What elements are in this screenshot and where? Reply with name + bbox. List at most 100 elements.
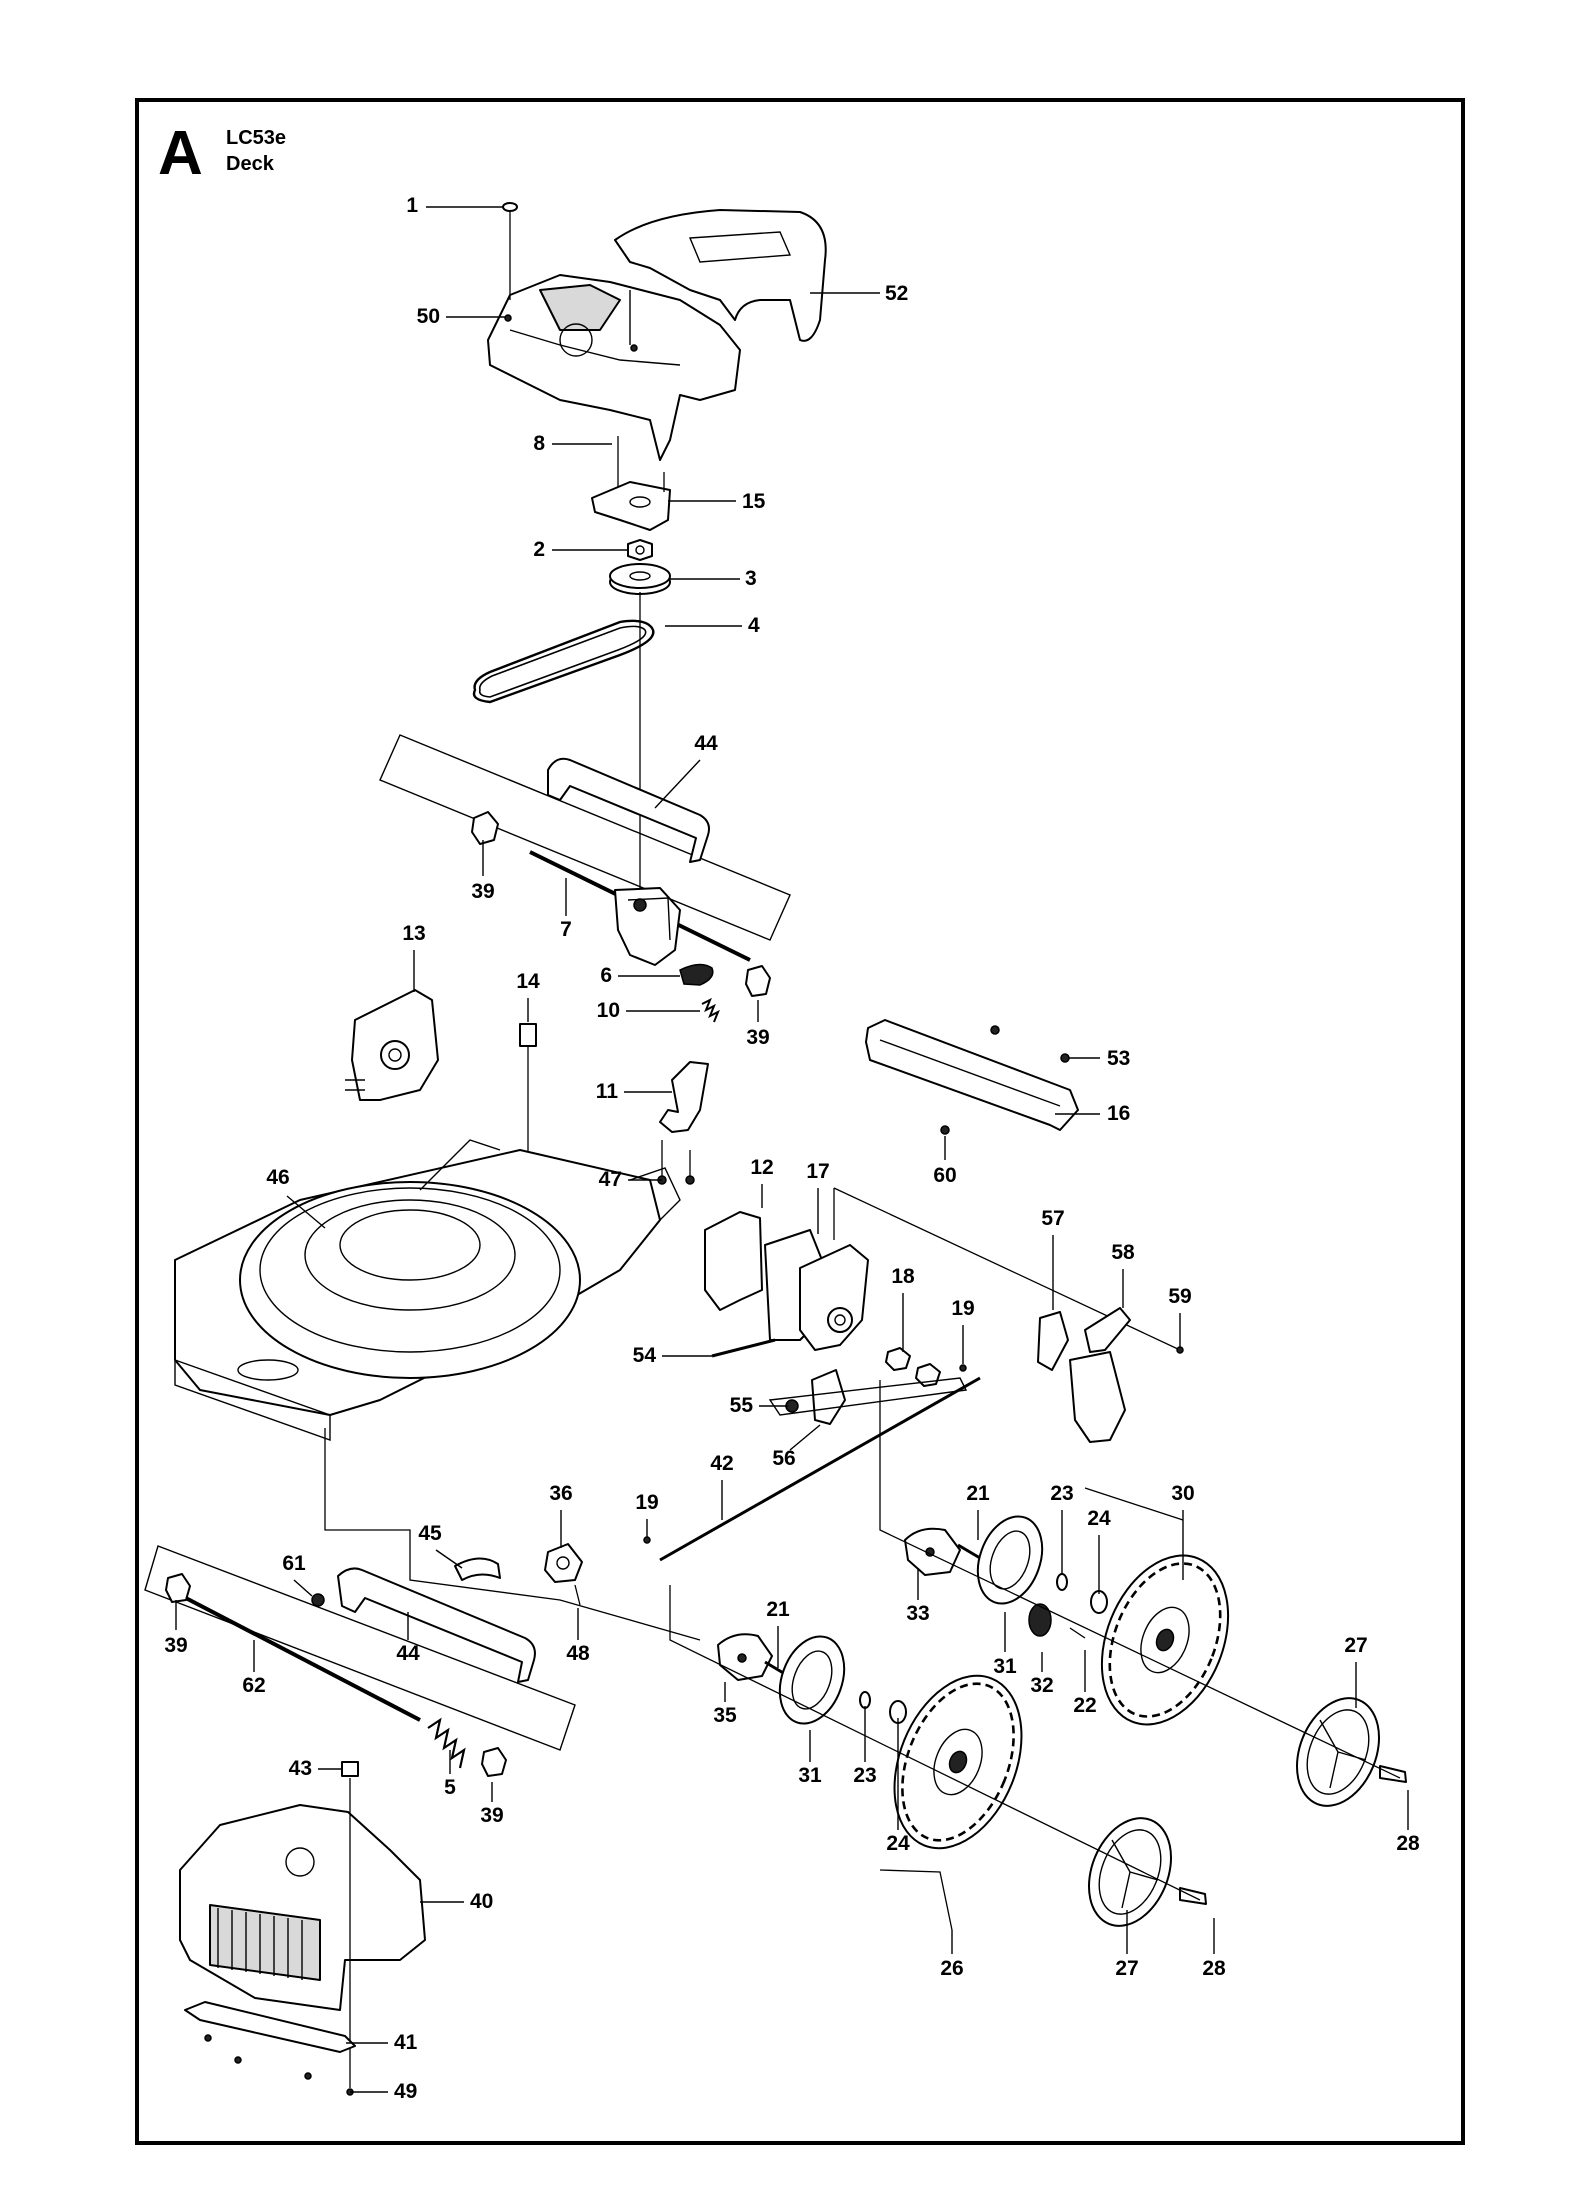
part-bushing-39b (745, 965, 771, 997)
leader-line-56 (789, 1424, 821, 1451)
part-bushing-39c (165, 1573, 191, 1603)
part-number-label: 56 (772, 1447, 795, 1470)
part-number-label: 14 (516, 970, 540, 993)
part-motor-cover (487, 274, 741, 461)
part-number-label: 6 (600, 964, 612, 987)
diagram-frame (135, 98, 1465, 2145)
part-washer-23b (859, 1691, 871, 1709)
part-number-label: 3 (745, 567, 757, 590)
part-pin-22 (1069, 1627, 1086, 1639)
part-clip-43 (341, 1761, 359, 1777)
part-number-label: 41 (394, 2031, 418, 2054)
part-pinion-32 (1028, 1603, 1052, 1637)
part-number-label: 10 (597, 999, 620, 1022)
part-number-label: 27 (1344, 1634, 1367, 1657)
part-washer-24a (1090, 1590, 1108, 1614)
part-number-label: 50 (417, 305, 440, 328)
part-number-label: 54 (633, 1344, 657, 1367)
part-pulley-3 (609, 563, 671, 595)
part-bushing-39a (471, 811, 499, 845)
part-number-label: 15 (742, 490, 766, 513)
part-wheel-bracket-35 (717, 1633, 773, 1681)
part-lever-6 (679, 963, 714, 986)
part-knob-56 (811, 1369, 846, 1425)
part-hub-31b (778, 1635, 846, 1725)
reference-line-front (324, 1428, 701, 1641)
part-number-label: 28 (1396, 1832, 1420, 1855)
part-number-label: 5 (444, 1776, 456, 1799)
part-plate-41 (184, 2001, 356, 2053)
part-pin-21b (764, 1660, 786, 1676)
part-number-label: 62 (242, 1674, 265, 1697)
part-pin-54 (711, 1338, 776, 1358)
section-letter: A (158, 119, 203, 188)
part-number-label: 24 (886, 1832, 910, 1855)
part-axle-bracket-lower (144, 1545, 576, 1751)
part-bracket-13 (345, 989, 439, 1101)
part-axle-62 (179, 1593, 421, 1722)
part-screws-47 (657, 1140, 695, 1185)
part-number-label: 28 (1202, 1957, 1226, 1980)
part-number-label: 45 (418, 1522, 442, 1545)
part-bracket-11 (659, 1061, 709, 1133)
part-number-label: 49 (394, 2080, 417, 2103)
part-rod-42 (659, 1376, 981, 1562)
part-number-label: 18 (891, 1265, 915, 1288)
part-hubcap-27a (1295, 1697, 1381, 1807)
part-number-label: 2 (533, 538, 545, 561)
part-number-label: 4 (748, 614, 760, 637)
leader-line-61 (293, 1579, 313, 1597)
part-number-label: 24 (1087, 1507, 1111, 1530)
part-number-label: 59 (1168, 1285, 1191, 1308)
part-number-label: 55 (730, 1394, 754, 1417)
part-rear-cover (614, 209, 827, 342)
part-number-label: 36 (549, 1482, 572, 1505)
wheel-30-span (1084, 1487, 1184, 1521)
part-number-label: 42 (710, 1452, 733, 1475)
part-deck-46 (174, 1139, 681, 1441)
part-number-label: 27 (1115, 1957, 1138, 1980)
part-bracket-36 (544, 1543, 583, 1583)
part-wheel-30 (1100, 1554, 1230, 1726)
part-belt-4 (472, 619, 655, 704)
reference-line-17 (833, 1187, 1181, 1351)
part-bracket-15 (591, 472, 671, 531)
leader-line-44a (654, 759, 701, 809)
part-pin-21a (957, 1543, 981, 1560)
part-bushing-39d (481, 1747, 507, 1777)
part-number-label: 39 (471, 880, 494, 903)
part-number-label: 46 (266, 1166, 289, 1189)
part-number-label: 21 (966, 1482, 990, 1505)
part-number-label: 52 (885, 282, 908, 305)
part-bracket-16 (865, 1019, 1079, 1135)
part-number-label: 13 (402, 922, 425, 945)
leader-line-46 (286, 1195, 326, 1229)
part-number-label: 23 (1050, 1482, 1073, 1505)
part-number-label: 43 (289, 1757, 312, 1780)
part-number-label: 44 (694, 732, 718, 755)
part-wheel-26 (893, 1674, 1023, 1850)
part-number-label: 48 (566, 1642, 590, 1665)
part-number-label: 61 (282, 1552, 306, 1575)
part-number-label: 57 (1041, 1207, 1064, 1230)
part-number-label: 30 (1171, 1482, 1194, 1505)
part-number-label: 40 (470, 1890, 493, 1913)
part-number-label: 19 (635, 1491, 658, 1514)
part-washer-23a (1056, 1573, 1068, 1591)
part-number-label: 39 (746, 1026, 769, 1049)
part-number-label: 44 (396, 1642, 420, 1665)
part-number-label: 47 (599, 1168, 622, 1191)
part-number-label: 33 (906, 1602, 929, 1625)
part-number-label: 39 (480, 1804, 503, 1827)
part-bolts-18 (885, 1347, 941, 1387)
part-number-label: 32 (1030, 1674, 1053, 1697)
part-spring-5 (427, 1717, 466, 1769)
part-clip-19a (959, 1364, 967, 1372)
model-name: LC53e (226, 127, 286, 149)
part-number-label: 7 (560, 918, 572, 941)
part-number-label: 23 (853, 1764, 876, 1787)
part-number-label: 19 (951, 1297, 974, 1320)
part-washer-61 (311, 1593, 325, 1607)
leader-line-45 (435, 1549, 463, 1569)
